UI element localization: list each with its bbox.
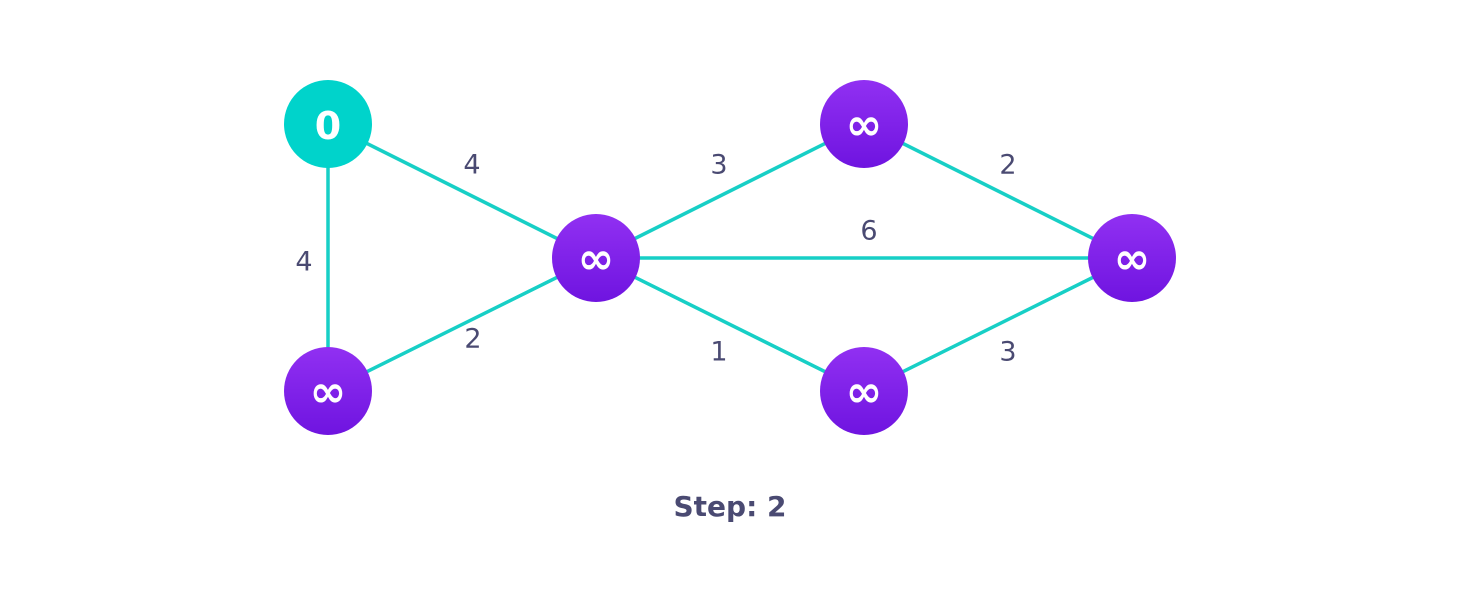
- edge-weight-a-c: 4: [463, 150, 480, 181]
- edges-layer: [326, 122, 1133, 393]
- node-distance-label: ∞: [846, 100, 883, 151]
- step-label: Step: 2: [673, 490, 787, 523]
- edge-weight-c-f: 6: [860, 216, 877, 247]
- edge-weight-c-e: 1: [710, 337, 727, 368]
- node-circle: [820, 347, 908, 435]
- edge-weight-e-f: 3: [999, 337, 1016, 368]
- node-distance-label: ∞: [1114, 234, 1151, 285]
- node-b: ∞: [284, 347, 372, 435]
- node-d: ∞: [820, 80, 908, 168]
- edge-weight-c-d: 3: [710, 150, 727, 181]
- edge-weight-d-f: 2: [999, 150, 1016, 181]
- edge-weight-a-b: 4: [295, 247, 312, 278]
- node-distance-label: ∞: [578, 234, 615, 285]
- edge-weights-layer: 4 4 2 3 6 1 2 3: [295, 150, 1016, 368]
- edge-a-c: [327, 122, 597, 260]
- edge-c-e: [595, 256, 865, 393]
- node-circle: [284, 347, 372, 435]
- edge-e-f: [863, 256, 1133, 393]
- edge-c-d: [595, 122, 865, 260]
- edge-b-c: [327, 256, 597, 393]
- node-f: ∞: [1088, 214, 1176, 302]
- nodes-layer: 0 ∞ ∞ ∞ ∞ ∞: [284, 80, 1176, 435]
- node-c: ∞: [552, 214, 640, 302]
- node-e: ∞: [820, 347, 908, 435]
- node-distance-label: ∞: [846, 367, 883, 418]
- node-distance-label: 0: [315, 104, 341, 148]
- node-a: 0: [284, 80, 372, 168]
- node-distance-label: ∞: [310, 367, 347, 418]
- edge-weight-b-c: 2: [464, 324, 481, 355]
- node-circle: [284, 80, 372, 168]
- edge-d-f: [863, 122, 1133, 260]
- node-circle: [552, 214, 640, 302]
- node-circle: [820, 80, 908, 168]
- node-circle: [1088, 214, 1176, 302]
